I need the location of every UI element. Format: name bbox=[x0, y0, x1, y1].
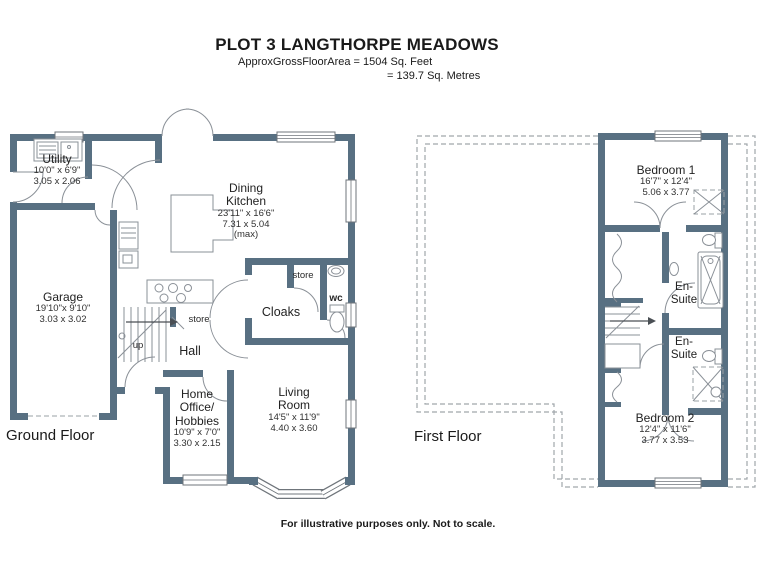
ensuite2-fixtures bbox=[692, 348, 724, 402]
toilet-icon bbox=[702, 350, 716, 362]
first-floor-stairs bbox=[604, 305, 656, 369]
ground-floor-plan bbox=[10, 108, 357, 500]
cloaks-label: Cloaks bbox=[261, 305, 301, 319]
first-floor-title: First Floor bbox=[414, 428, 482, 445]
hall-label: Hall bbox=[179, 344, 201, 358]
wardrobe-doors bbox=[612, 233, 622, 403]
bedroom2-label: Bedroom 2 12'4" x 11'6" 3.77 x 3.53 bbox=[635, 411, 695, 447]
first-floor-door-arcs bbox=[633, 201, 696, 442]
bedroom1-label: Bedroom 1 16'7" x 12'4" 5.06 x 3.77 bbox=[636, 163, 696, 199]
kitchen-island bbox=[170, 194, 234, 253]
rooflight-icon bbox=[693, 189, 725, 215]
basin-icon bbox=[669, 262, 679, 276]
gross-area-metres: = 139.7 Sq. Metres bbox=[387, 70, 481, 82]
wc-label: wc bbox=[329, 293, 343, 304]
toilet-tank bbox=[329, 304, 345, 313]
ground-door-arcs bbox=[12, 108, 346, 402]
roof-dashed-outline bbox=[416, 135, 756, 488]
kitchen-counter bbox=[146, 279, 214, 304]
toilet-tank bbox=[714, 348, 723, 365]
garage-label: Garage 19'10"x 9'10" 3.03 x 3.02 bbox=[35, 290, 91, 326]
basin-icon bbox=[327, 265, 345, 277]
store-top-label: store bbox=[292, 270, 314, 281]
ground-floor-title: Ground Floor bbox=[6, 427, 95, 444]
store-stairs-label: store bbox=[188, 314, 210, 325]
home-office-label: Home Office/ Hobbies 10'9" x 7'0" 3.30 x… bbox=[173, 387, 221, 449]
hob-icon bbox=[154, 283, 192, 303]
fridge-unit bbox=[118, 221, 139, 250]
ensuite1-label: En- Suite bbox=[670, 281, 698, 306]
kitchen-fixtures bbox=[33, 138, 234, 304]
toilet-icon bbox=[702, 234, 716, 246]
bay-window bbox=[249, 476, 355, 500]
living-room-label: Living Room 14'5" x 11'9" 4.40 x 3.60 bbox=[268, 385, 320, 434]
dining-kitchen-label: Dining Kitchen 23'11" x 16'6" 7.31 x 5.0… bbox=[217, 181, 275, 241]
disclaimer-text: For illustrative purposes only. Not to s… bbox=[280, 518, 496, 530]
ground-interior-walls bbox=[10, 141, 355, 484]
first-floor-plan bbox=[416, 130, 756, 489]
toilet-icon bbox=[329, 311, 345, 333]
ground-windows bbox=[54, 131, 357, 486]
ground-stairs bbox=[117, 307, 178, 362]
ensuite2-label: En- Suite bbox=[670, 336, 698, 361]
ensuite1-fixtures bbox=[669, 232, 724, 309]
page-title: PLOT 3 LANGTHORPE MEADOWS bbox=[215, 35, 499, 54]
utility-label: Utility 10'0" x 6'9" 3.05 x 2.06 bbox=[33, 152, 81, 188]
toilet-tank bbox=[714, 232, 723, 249]
wc-fixtures bbox=[327, 265, 345, 333]
first-floor-windows bbox=[654, 130, 702, 489]
gross-area-feet: ApproxGrossFloorArea = 1504 Sq. Feet bbox=[238, 56, 433, 68]
oven-unit bbox=[118, 250, 139, 269]
stairs-up-label: up bbox=[132, 340, 144, 351]
